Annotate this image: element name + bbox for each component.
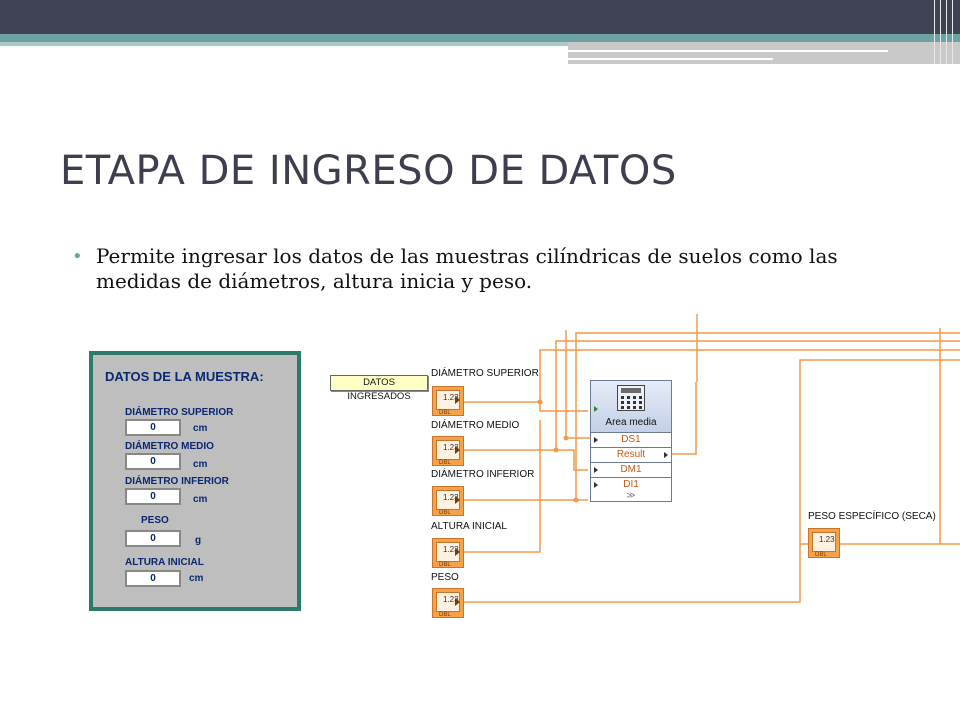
header-vertical-line — [946, 0, 947, 64]
unit-diametro-superior: cm — [193, 423, 208, 434]
terminal-caption: 1.23 — [443, 443, 459, 452]
header-accent-line — [0, 42, 570, 46]
output-arrow-icon — [455, 548, 460, 556]
terminal-type: DBL — [439, 612, 451, 618]
terminal-caption: 1.23 — [443, 493, 459, 502]
header-vertical-line — [940, 0, 941, 64]
terminal-type: DBL — [439, 460, 451, 466]
terminal-label-diametro-superior: DIÁMETRO SUPERIOR — [431, 368, 539, 379]
bullet-text: Permite ingresar los datos de las muestr… — [96, 244, 838, 293]
header-vertical-line — [952, 0, 953, 64]
input-arrow-icon — [594, 406, 598, 412]
front-panel-body: DATOS DE LA MUESTRA: DIÁMETRO SUPERIOR 0… — [93, 355, 297, 607]
unit-peso: g — [195, 535, 202, 546]
input-arrow-icon — [594, 437, 598, 443]
bullet-dot-icon: • — [72, 246, 83, 267]
header-bar — [0, 0, 960, 34]
input-arrow-icon — [594, 482, 598, 488]
terminal-caption: 1.23 — [819, 535, 835, 544]
subvi-title: Area media — [605, 417, 657, 428]
terminal-label-altura-inicial: ALTURA INICIAL — [431, 521, 507, 532]
indicator-peso-especifico[interactable]: 1.23 DBL — [808, 528, 840, 558]
terminal-diametro-inferior[interactable]: 1.23 DBL — [432, 486, 464, 516]
wire-junction — [563, 435, 569, 441]
terminal-label-diametro-medio: DIÁMETRO MEDIO — [431, 420, 520, 431]
terminal-altura-inicial[interactable]: 1.23 DBL — [432, 538, 464, 568]
terminal-caption: 1.23 — [443, 545, 459, 554]
terminal-type: DBL — [439, 510, 451, 516]
wire-diametro-medio — [464, 340, 960, 451]
wire-diametro-medio-node — [556, 449, 588, 471]
subvi-row-dm1[interactable]: DM1 — [591, 462, 671, 477]
label-altura-inicial: ALTURA INICIAL — [125, 557, 204, 568]
subvi-row-ds1[interactable]: DS1 — [591, 432, 671, 447]
header-vertical-line — [934, 0, 935, 64]
input-altura-inicial[interactable]: 0 — [125, 570, 181, 587]
wire-junction — [537, 399, 543, 405]
terminal-type: DBL — [439, 410, 451, 416]
numeric-indicator-icon: 1.23 — [812, 532, 836, 552]
expand-chevron-icon[interactable]: ≫ — [626, 491, 636, 501]
terminal-label-diametro-inferior: DIÁMETRO INFERIOR — [431, 469, 535, 480]
indicator-label-peso-especifico: PESO ESPECÍFICO (SECA) — [808, 511, 936, 522]
wire-peso — [464, 359, 960, 603]
numeric-control-icon: 1.23 — [436, 592, 460, 612]
terminal-type: DBL — [815, 552, 827, 558]
wire-diametro-superior — [464, 349, 960, 403]
label-diametro-superior: DIÁMETRO SUPERIOR — [125, 407, 234, 418]
subvi-area-media[interactable]: Area media DS1 Result DM1 DI1 ≫ — [590, 380, 672, 502]
unit-altura-inicial: cm — [189, 573, 204, 584]
input-diametro-medio[interactable]: 0 — [125, 453, 181, 470]
terminal-diametro-superior[interactable]: 1.23 DBL — [432, 386, 464, 416]
wire-altura-inicial — [464, 420, 541, 553]
terminal-diametro-medio[interactable]: 1.23 DBL — [432, 436, 464, 466]
output-arrow-icon — [664, 452, 668, 458]
header-white-line — [568, 50, 888, 52]
header-accent-bar — [0, 34, 960, 42]
input-diametro-superior[interactable]: 0 — [125, 419, 181, 436]
unit-diametro-inferior: cm — [193, 494, 208, 505]
label-diametro-inferior: DIÁMETRO INFERIOR — [125, 476, 229, 487]
input-diametro-inferior[interactable]: 0 — [125, 488, 181, 505]
label-diametro-medio: DIÁMETRO MEDIO — [125, 441, 214, 452]
wire-diametro-superior-node — [539, 402, 588, 412]
subvi-header: Area media — [591, 381, 671, 432]
cluster-label-datos-ingresados: DATOS INGRESADOS — [330, 375, 428, 402]
output-arrow-icon — [455, 446, 460, 454]
subvi-row-result[interactable]: Result — [591, 447, 671, 462]
terminal-caption: 1.23 — [443, 393, 459, 402]
terminal-caption: 1.23 — [443, 595, 459, 604]
input-peso[interactable]: 0 — [125, 530, 181, 547]
input-arrow-icon — [594, 467, 598, 473]
header-white-line — [568, 58, 773, 60]
numeric-control-icon: 1.23 — [436, 440, 460, 460]
label-peso: PESO — [141, 515, 169, 526]
wire-ds1 — [565, 330, 590, 439]
output-arrow-icon — [455, 496, 460, 504]
subvi-row-label: DS1 — [621, 434, 641, 445]
wire-junction — [573, 497, 579, 503]
subvi-row-label: DM1 — [620, 464, 642, 475]
calculator-icon — [617, 385, 645, 411]
wire-result — [672, 382, 697, 455]
terminal-peso[interactable]: 1.23 DBL — [432, 588, 464, 618]
terminal-label-peso: PESO — [431, 572, 459, 583]
subvi-row-label: DI1 — [623, 479, 639, 490]
front-panel: DATOS DE LA MUESTRA: DIÁMETRO SUPERIOR 0… — [89, 351, 301, 611]
subvi-row-label: Result — [616, 449, 646, 460]
output-arrow-icon — [455, 598, 460, 606]
unit-diametro-medio: cm — [193, 459, 208, 470]
output-arrow-icon — [455, 396, 460, 404]
terminal-type: DBL — [439, 562, 451, 568]
front-panel-title: DATOS DE LA MUESTRA: — [105, 369, 264, 384]
wire-diametro-inferior — [464, 332, 960, 501]
slide-title: ETAPA DE INGRESO DE DATOS — [60, 148, 677, 194]
subvi-row-di1[interactable]: DI1 — [591, 477, 671, 492]
wire-junction — [553, 447, 559, 453]
